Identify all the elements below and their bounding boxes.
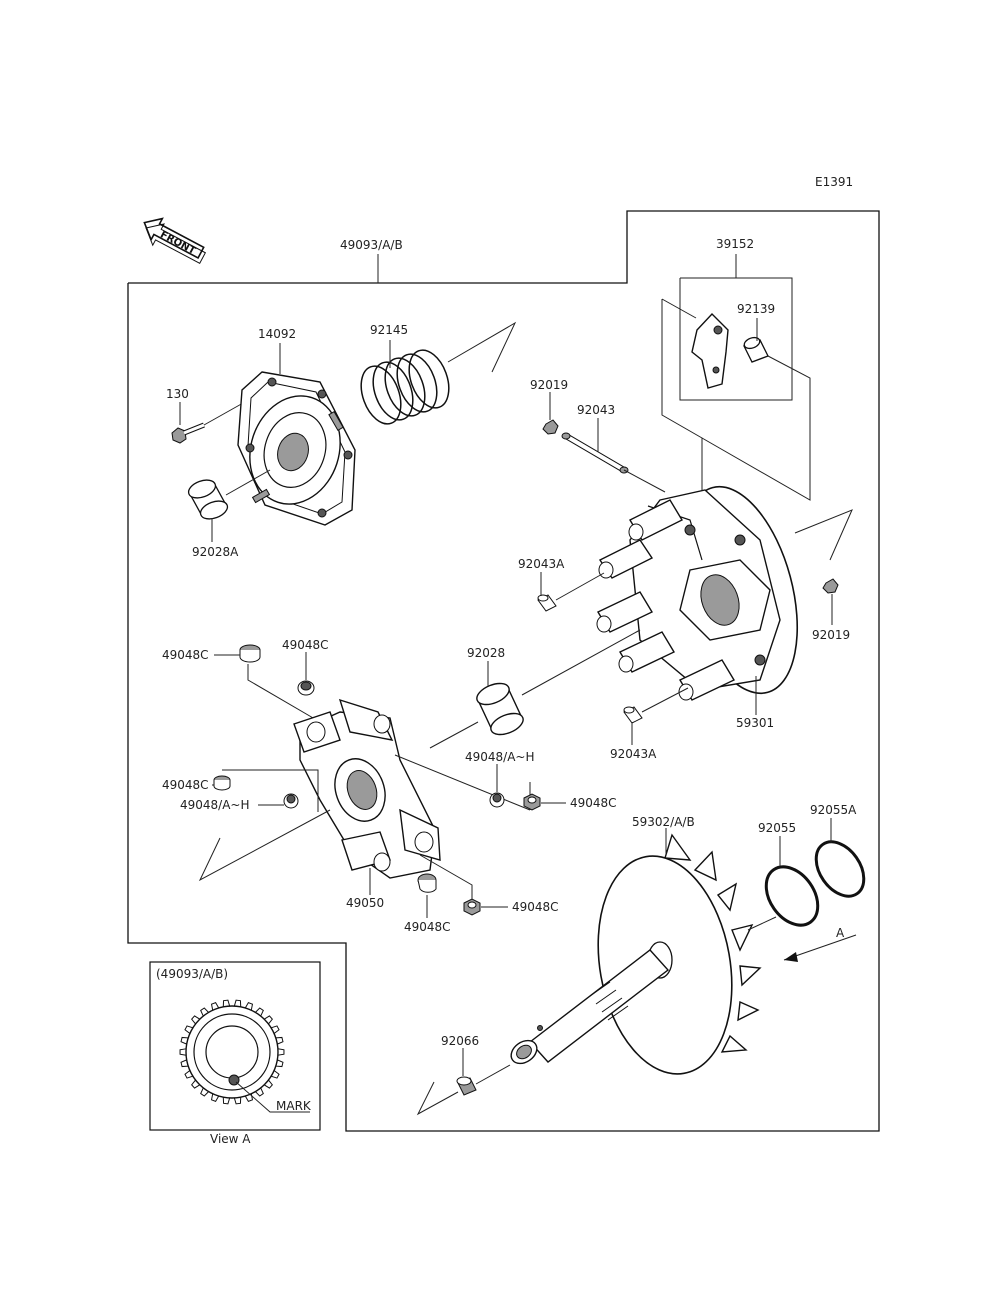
leader-49048C-4b	[222, 769, 319, 812]
bushing-92028	[476, 682, 524, 736]
label-view-a-arrow: A	[836, 926, 845, 940]
label-59301: 59301	[736, 716, 774, 730]
nut-92019-top	[542, 419, 559, 435]
box-39152	[679, 277, 793, 401]
leader-92028-c	[429, 721, 479, 749]
mark-label: MARK	[276, 1099, 312, 1113]
label-92043: 92043	[577, 403, 615, 417]
label-92043A-bottom: 92043A	[610, 747, 657, 761]
leader-92066-c	[416, 1081, 459, 1116]
mark-leader	[235, 1081, 310, 1113]
inset-caption: View A	[210, 1132, 251, 1146]
leader-92066-b	[475, 1064, 511, 1085]
leader-92028-b	[521, 629, 641, 696]
spider-49050	[293, 698, 441, 879]
label-92019-right: 92019	[812, 628, 850, 642]
leader-39152-c	[701, 355, 811, 501]
label-92055A: 92055A	[810, 803, 857, 817]
assembly-label: 49093/A/B	[340, 238, 403, 252]
leader-59301-b	[794, 509, 853, 561]
movable-sheave-59301	[596, 485, 799, 701]
leader-92028A-b	[225, 469, 271, 496]
front-arrow-icon: FRONT	[143, 217, 207, 265]
label-14092: 14092	[258, 327, 296, 341]
leader-92043A-bottom-b	[641, 687, 689, 713]
assembly-outline	[127, 210, 880, 1132]
label-92043A-top: 92043A	[518, 557, 565, 571]
label-92145: 92145	[370, 323, 408, 337]
leader-39152-b	[661, 298, 697, 319]
pin-92043	[561, 432, 629, 474]
label-49048AH-1: 49048/A~H	[465, 750, 535, 764]
label-59302: 59302/A/B	[632, 815, 695, 829]
label-92028: 92028	[467, 646, 505, 660]
cap-49048C-1	[239, 644, 261, 663]
cap-49048C-6	[463, 898, 481, 916]
roller-92139	[743, 336, 769, 363]
diagram-id: E1391	[815, 175, 853, 189]
gear-tooth	[277, 1048, 285, 1056]
oring-92055A	[814, 840, 866, 898]
leader-92043A-top-b	[555, 572, 605, 601]
label-39152: 39152	[716, 237, 754, 251]
cap-49048AH-1	[489, 792, 505, 808]
leader-92145-b	[447, 321, 517, 373]
leader-49048C-1b	[247, 664, 321, 723]
leader-49050-c	[394, 754, 531, 811]
bolt-130	[171, 422, 205, 444]
oring-92055	[764, 865, 820, 927]
label-49048C-5: 49048C	[404, 920, 451, 934]
cover-plate-14092	[237, 371, 356, 526]
weight-arm-39152	[691, 312, 729, 389]
leader-49050-b	[198, 809, 331, 882]
cap-49048C-4	[213, 775, 231, 791]
gear-tooth	[179, 1048, 187, 1056]
inset-title: (49093/A/B)	[156, 967, 228, 981]
label-92028A: 92028A	[192, 545, 239, 559]
leader-39152-a	[661, 299, 703, 520]
gear-view-a-icon	[179, 999, 285, 1105]
leader-92055-b	[747, 916, 777, 931]
cap-49048C-5	[417, 873, 437, 893]
label-49048C-3: 49048C	[570, 796, 617, 810]
label-92139: 92139	[737, 302, 775, 316]
label-130: 130	[166, 387, 189, 401]
view-a-arrowhead-icon	[784, 952, 798, 962]
cap-49048C-3	[523, 793, 541, 811]
label-49048C-1: 49048C	[162, 648, 209, 662]
bushing-92028A	[187, 479, 229, 520]
pin-92043A-bottom	[623, 706, 643, 724]
label-49048AH-2: 49048/A~H	[180, 798, 250, 812]
label-49048C-6: 49048C	[512, 900, 559, 914]
pin-92043A-top	[537, 594, 557, 612]
label-92019-top: 92019	[530, 378, 568, 392]
cap-49048C-2	[297, 680, 315, 696]
label-49048C-4: 49048C	[162, 778, 209, 792]
spring-92145	[360, 349, 450, 425]
label-92055: 92055	[758, 821, 796, 835]
fixed-sheave-59302	[510, 833, 762, 1075]
label-92066: 92066	[441, 1034, 479, 1048]
nut-92019-right	[822, 578, 839, 594]
cap-92066	[456, 1076, 477, 1096]
cap-49048AH-2	[283, 793, 299, 809]
leader-49048C-6b	[419, 854, 473, 899]
leader-92043-b	[623, 469, 666, 493]
inset-frame	[149, 961, 321, 1131]
label-49048C-2: 49048C	[282, 638, 329, 652]
label-49050: 49050	[346, 896, 384, 910]
